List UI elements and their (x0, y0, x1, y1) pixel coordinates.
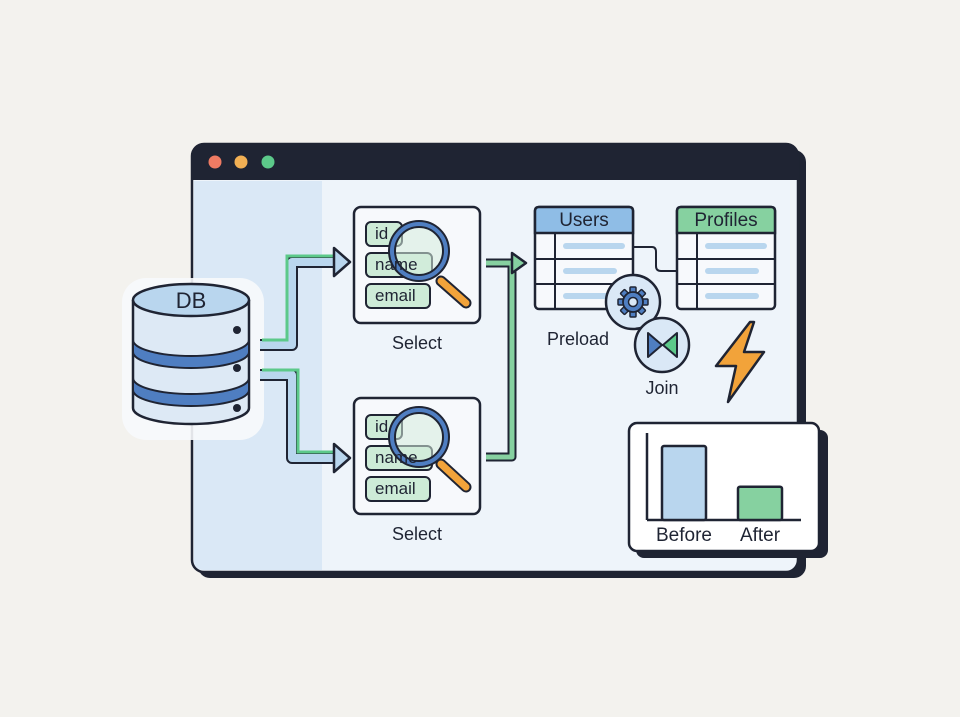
chart-tick-after: After (739, 525, 781, 546)
profiles-table-header: Profiles (694, 210, 758, 231)
magnifier-icon-bottom (388, 406, 472, 493)
preload-caption: Preload (546, 329, 610, 349)
field-chip-top-email: email (375, 286, 416, 305)
gear-icon (604, 273, 662, 331)
field-chip-top-id: id (375, 224, 389, 243)
profiles-table (675, 205, 777, 311)
comparison-chart (627, 421, 828, 558)
magnifier-icon-top (388, 220, 472, 309)
field-chip-bottom-id: id (375, 417, 389, 436)
flow-arrow-db-to-bottom-select (260, 368, 352, 474)
field-chip-bottom-email: email (375, 479, 416, 498)
users-table (533, 205, 635, 311)
lightning-icon (714, 320, 766, 404)
join-caption: Join (645, 378, 679, 398)
minimize-dot[interactable] (234, 155, 248, 169)
users-table-header: Users (559, 210, 609, 231)
chart-bar-after (736, 485, 784, 522)
chart-tick-before: Before (656, 525, 712, 546)
flow-arrow-selects-to-preload (486, 251, 528, 462)
db-label: DB (175, 288, 207, 313)
close-dot[interactable] (208, 155, 222, 169)
chart-bar-before (660, 444, 708, 522)
flow-arrow-db-to-top-select (260, 246, 352, 351)
select-caption-top: Select (391, 333, 443, 353)
field-chip-top-name: name (375, 255, 418, 274)
zoom-dot[interactable] (261, 155, 275, 169)
relation-connector (633, 246, 677, 272)
field-chip-bottom-name: name (375, 448, 418, 467)
select-caption-bottom: Select (391, 524, 443, 544)
database-icon (122, 278, 264, 440)
join-icon (633, 316, 691, 374)
